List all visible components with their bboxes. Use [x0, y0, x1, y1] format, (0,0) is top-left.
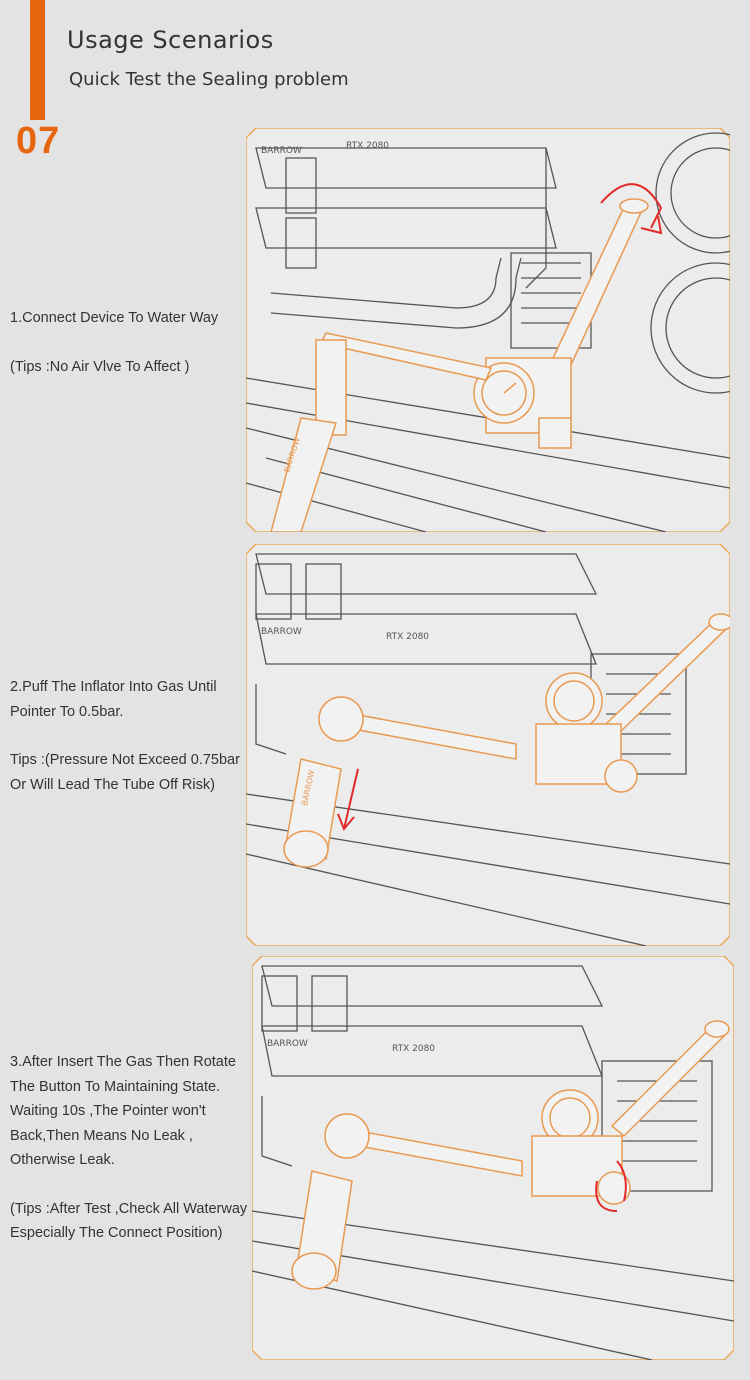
step-2-line: Pointer To 0.5bar. [10, 703, 124, 720]
step-3-tip: (Tips :After Test ,Check All Waterway [10, 1200, 248, 1217]
step-3-line: The Button To Maintaining State. [10, 1078, 221, 1095]
illustration-panel-1: BARROW BARROW RTX 2080 [246, 128, 730, 532]
illustration-panel-2: BARROW BARROW RTX 2080 [246, 544, 730, 946]
step-3-text: 3.After Insert The Gas Then Rotate The B… [10, 1050, 255, 1246]
page-subtitle: Quick Test the Sealing problem [69, 69, 349, 90]
gpu-model-label: RTX 2080 [346, 141, 389, 151]
step-3-line: 3.After Insert The Gas Then Rotate [10, 1054, 236, 1070]
step-2-tip: Tips :(Pressure Not Exceed 0.75bar [10, 752, 240, 768]
svg-text:RTX 2080: RTX 2080 [386, 632, 429, 642]
step-3-line: Back,Then Means No Leak , [10, 1127, 193, 1144]
brand-label: BARROW [261, 146, 302, 156]
step-1-text: 1.Connect Device To Water Way (Tips :No … [10, 306, 255, 379]
illustration-panel-3: BARROW RTX 2080 [252, 956, 734, 1360]
step-1-tip: (Tips :No Air Vlve To Affect ) [10, 358, 190, 375]
svg-text:BARROW: BARROW [267, 1039, 308, 1049]
svg-text:RTX 2080: RTX 2080 [392, 1044, 435, 1054]
step-2-line: 2.Puff The Inflator Into Gas Until [10, 679, 217, 695]
section-number: 07 [16, 120, 61, 162]
step-3-tip: Especially The Connect Position) [10, 1225, 223, 1241]
step-2-text: 2.Puff The Inflator Into Gas Until Point… [10, 675, 255, 797]
page-title: Usage Scenarios [67, 26, 274, 54]
step-1-line: 1.Connect Device To Water Way [10, 310, 219, 326]
step-2-tip: Or Will Lead The Tube Off Risk) [10, 776, 215, 793]
accent-bar [30, 0, 45, 120]
step-3-line: Otherwise Leak. [10, 1152, 115, 1168]
step-3-line: Waiting 10s ,The Pointer won't [10, 1103, 206, 1119]
svg-text:BARROW: BARROW [261, 627, 302, 637]
